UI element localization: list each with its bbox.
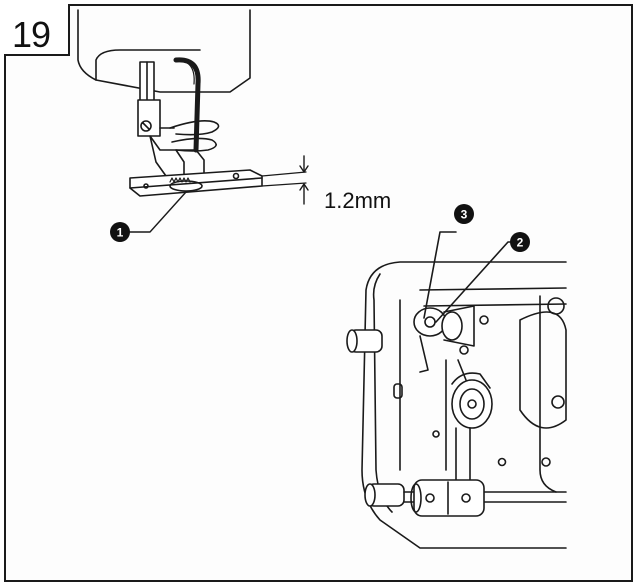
figure-number: 19: [12, 14, 51, 55]
callout-2-label: 2: [517, 236, 524, 250]
callout-3-label: 3: [461, 208, 468, 222]
figure-frame: [4, 4, 633, 582]
hook-mechanism-illustration: [346, 231, 567, 549]
callout-1: 1: [110, 222, 130, 242]
callout-3: 3: [454, 204, 474, 224]
callout-2: 2: [510, 232, 530, 252]
dimension-label: 1.2mm: [324, 188, 392, 213]
callout-1-label: 1: [117, 226, 124, 240]
presser-foot-illustration: [77, 9, 309, 233]
figure-number-box: 19: [4, 4, 70, 56]
